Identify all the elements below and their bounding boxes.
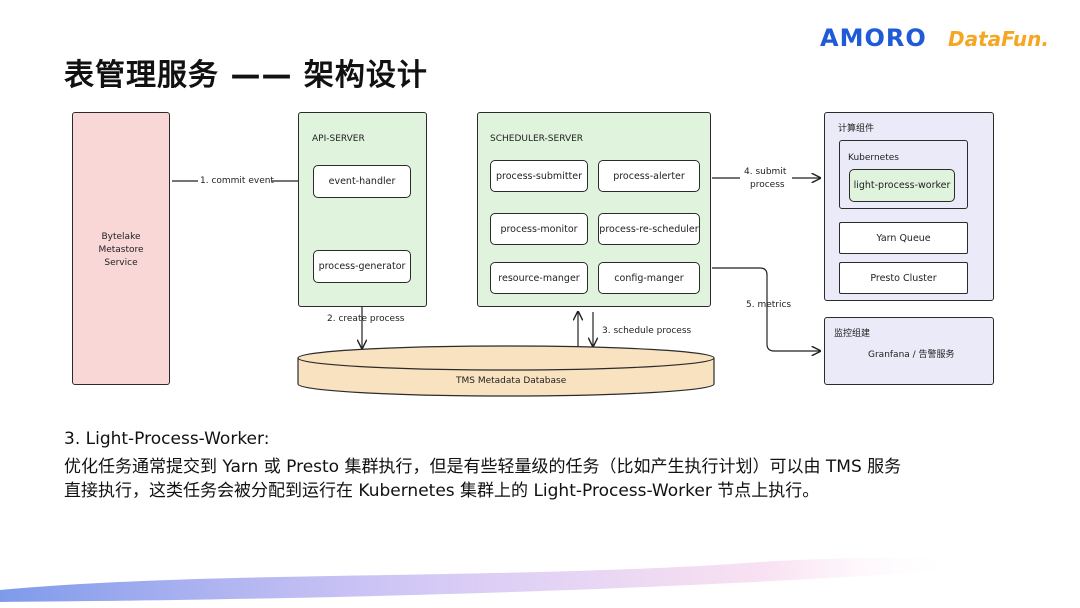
decorative-wave <box>0 558 960 602</box>
process-monitor-node: process-monitor <box>490 213 588 245</box>
light-process-worker-node: light-process-worker <box>849 169 955 202</box>
scheduler-server-title: SCHEDULER-SERVER <box>490 134 584 144</box>
compute-components-title: 计算组件 <box>838 124 875 134</box>
note-line-1: 优化任务通常提交到 Yarn 或 Presto 集群执行，但是有些轻量级的任务（… <box>64 457 902 477</box>
monitoring-title: 监控组建 <box>834 329 871 339</box>
database-cylinder <box>297 345 715 397</box>
datafun-logo: DataFun. <box>948 27 1049 51</box>
bytelake-label-2: Metastore <box>98 245 144 255</box>
amoro-logo: AMORO <box>820 24 927 52</box>
note-heading: 3. Light-Process-Worker: <box>64 429 270 449</box>
resource-manger-node: resource-manger <box>490 262 588 294</box>
schedule-process-label: 3. schedule process <box>602 326 692 336</box>
process-submitter-node: process-submitter <box>490 160 588 192</box>
monitoring-box <box>824 317 994 385</box>
bytelake-metastore-box <box>72 112 170 385</box>
note-line-2: 直接执行，这类任务会被分配到运行在 Kubernetes 集群上的 Light-… <box>64 481 820 501</box>
bytelake-label-1: Bytelake <box>101 232 141 242</box>
metrics-label: 5. metrics <box>746 300 792 310</box>
process-generator-node: process-generator <box>313 250 411 283</box>
submit-process-label-1: 4. submit <box>744 167 787 177</box>
create-process-label: 2. create process <box>327 314 405 324</box>
submit-process-label-2: process <box>750 180 785 190</box>
page-title: 表管理服务 —— 架构设计 <box>64 58 428 93</box>
presto-cluster-node: Presto Cluster <box>839 262 968 294</box>
api-server-title: API-SERVER <box>312 134 365 144</box>
kubernetes-title: Kubernetes <box>848 153 899 163</box>
yarn-queue-node: Yarn Queue <box>839 222 968 254</box>
process-re-scheduler-node: process-re-scheduler <box>598 213 700 245</box>
tms-metadata-database-label: TMS Metadata Database <box>456 376 567 386</box>
grafana-label: Granfana / 告警服务 <box>868 350 955 360</box>
commit-event-label: 1. commit event <box>200 176 274 186</box>
process-alerter-node: process-alerter <box>598 160 700 192</box>
bytelake-label-3: Service <box>104 258 138 268</box>
event-handler-node: event-handler <box>313 165 411 198</box>
arrow-metrics <box>712 267 820 351</box>
config-manger-node: config-manger <box>598 262 700 294</box>
